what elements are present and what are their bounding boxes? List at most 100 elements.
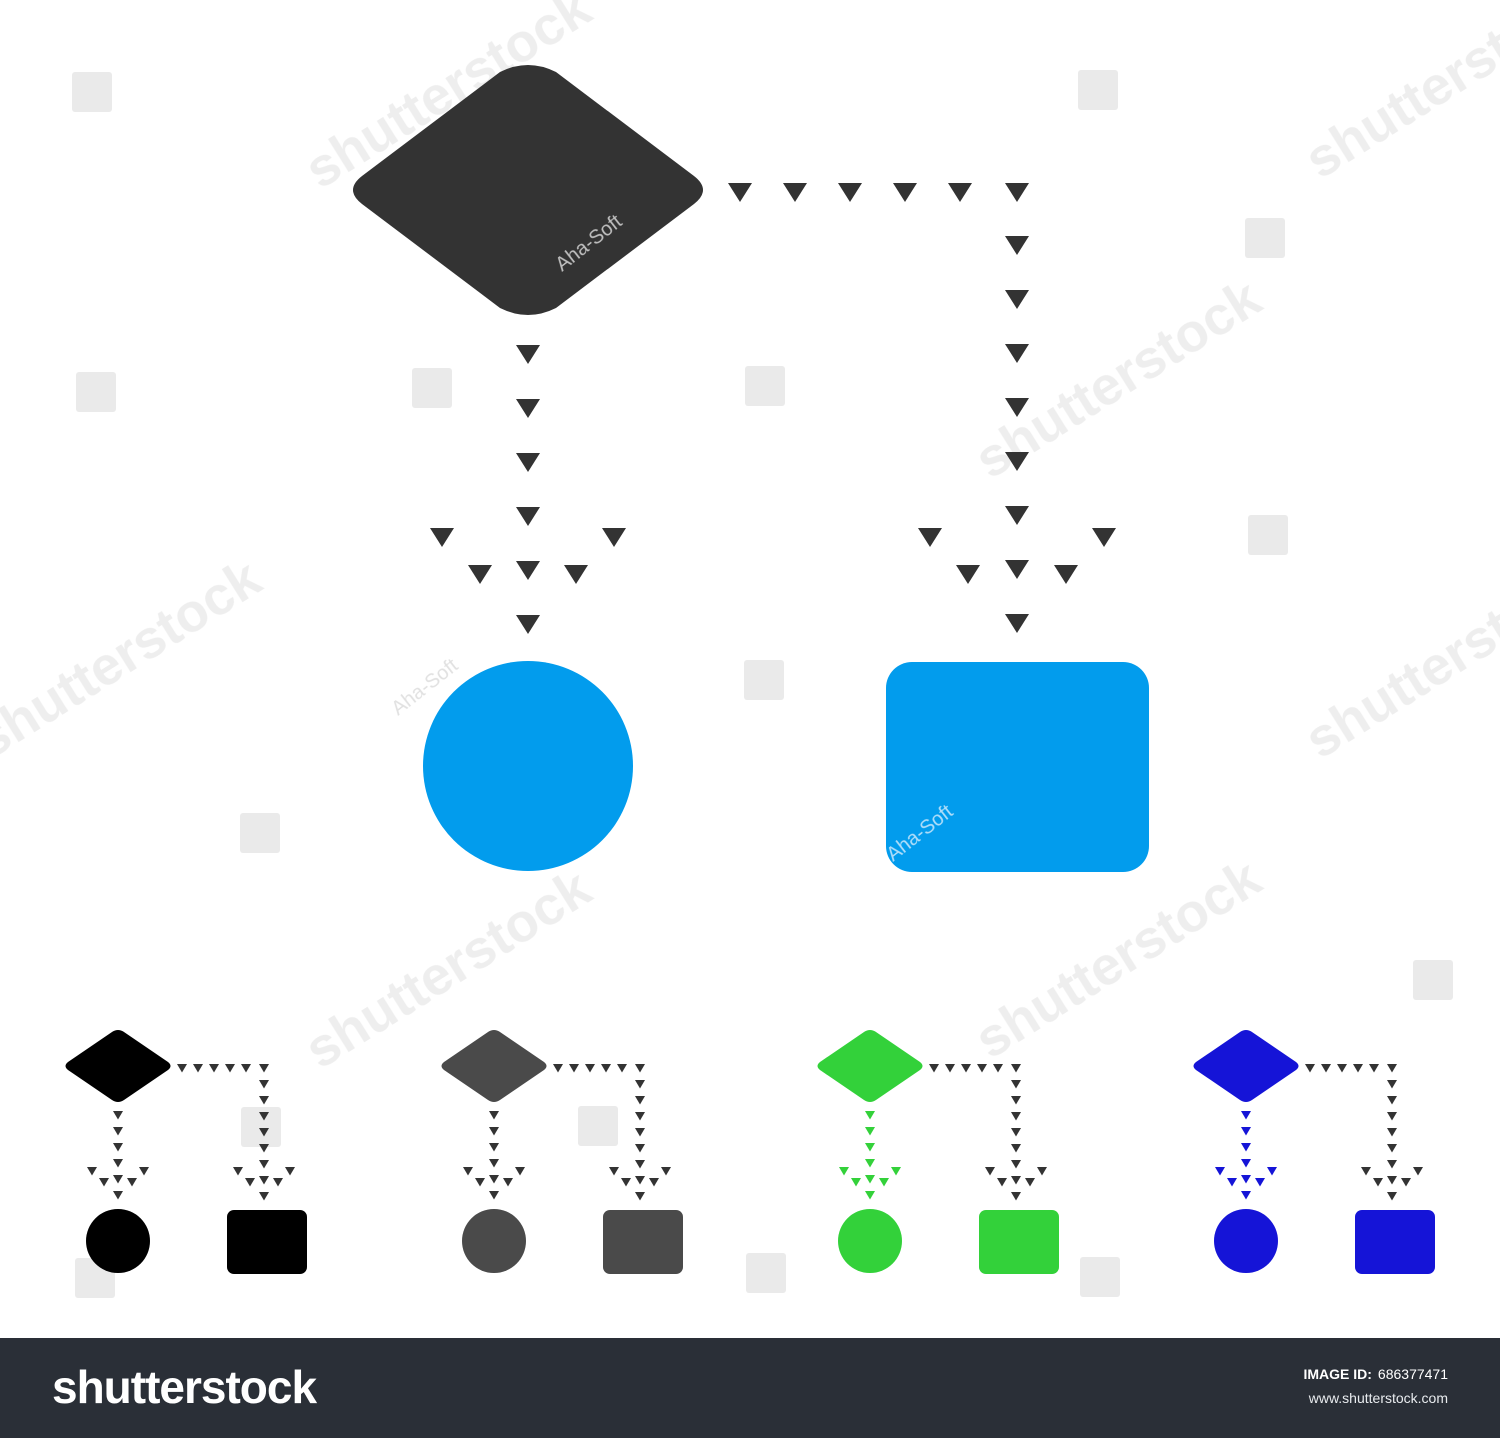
variant-arrow-mark — [851, 1178, 861, 1187]
variant-arrow-mark — [1387, 1112, 1397, 1121]
stock-artwork: shutterstock shutterstock shutterstock s… — [0, 0, 1500, 1298]
variant-arrow-mark — [489, 1111, 499, 1120]
variant-arrow-mark — [225, 1064, 235, 1073]
variant-blue — [1193, 1030, 1435, 1274]
variant-arrow-mark — [241, 1064, 251, 1073]
variant-arrow-mark — [245, 1178, 255, 1187]
variant-diamond — [65, 1030, 171, 1102]
variant-arrow-mark — [1361, 1167, 1371, 1176]
variant-arrow-mark — [1011, 1112, 1021, 1121]
variant-arrow-mark — [1413, 1167, 1423, 1176]
variant-arrow-mark — [489, 1143, 499, 1152]
watermark-tiles — [72, 70, 1453, 1298]
variant-arrow-mark — [1267, 1167, 1277, 1176]
variant-arrow-mark — [1353, 1064, 1363, 1073]
variant-arrow-mark — [259, 1144, 269, 1153]
watermark-text: shutterstock — [295, 857, 602, 1080]
process-rectangle — [886, 662, 1149, 872]
variant-arrow-mark — [127, 1178, 137, 1187]
variant-arrow-mark — [113, 1159, 123, 1168]
variant-arrow-mark — [259, 1160, 269, 1169]
variant-arrow-mark — [1321, 1064, 1331, 1073]
variant-arrow-mark — [649, 1178, 659, 1187]
variant-arrow-mark — [1011, 1128, 1021, 1137]
variant-arrow-mark — [475, 1178, 485, 1187]
watermark-text: shutterstock — [0, 547, 272, 770]
variant-arrow-mark — [113, 1111, 123, 1120]
variant-gray — [441, 1030, 683, 1274]
variant-arrow-mark — [865, 1143, 875, 1152]
variant-arrow-mark — [865, 1175, 875, 1184]
variant-arrow-mark — [601, 1064, 611, 1073]
variant-arrow-mark — [1037, 1167, 1047, 1176]
variant-circle — [462, 1209, 526, 1273]
variant-arrow-mark — [865, 1159, 875, 1168]
variant-circle — [838, 1209, 902, 1273]
variant-arrow-mark — [489, 1175, 499, 1184]
variant-arrow-mark — [997, 1178, 1007, 1187]
variant-arrow-mark — [259, 1176, 269, 1185]
flowchart-icon-main — [353, 65, 1149, 872]
variant-arrow-mark — [879, 1178, 889, 1187]
variant-arrow-mark — [977, 1064, 987, 1073]
variant-arrow-mark — [1401, 1178, 1411, 1187]
variant-arrow-mark — [865, 1127, 875, 1136]
variant-arrow-mark — [609, 1167, 619, 1176]
variant-rectangle — [603, 1210, 683, 1274]
variant-arrow-mark — [839, 1167, 849, 1176]
variant-arrow-mark — [1369, 1064, 1379, 1073]
variant-arrow-mark — [635, 1176, 645, 1185]
variant-arrow-mark — [1387, 1064, 1397, 1073]
variant-arrow-mark — [865, 1191, 875, 1200]
variant-arrow-mark — [113, 1143, 123, 1152]
variant-arrow-mark — [1387, 1144, 1397, 1153]
variant-arrow-mark — [635, 1192, 645, 1201]
variant-arrow-mark — [585, 1064, 595, 1073]
variant-rectangle — [979, 1210, 1059, 1274]
variant-arrow-mark — [635, 1096, 645, 1105]
variant-arrow-mark — [259, 1096, 269, 1105]
variant-arrow-mark — [1227, 1178, 1237, 1187]
variant-arrow-mark — [1387, 1192, 1397, 1201]
variant-diamond — [1193, 1030, 1299, 1102]
variant-arrow-mark — [1241, 1143, 1251, 1152]
variant-arrow-mark — [1241, 1175, 1251, 1184]
variant-arrow-mark — [1241, 1159, 1251, 1168]
variant-arrow-mark — [285, 1167, 295, 1176]
variant-arrow-mark — [503, 1178, 513, 1187]
variant-arrow-mark — [617, 1064, 627, 1073]
watermark-text: shutterstock — [1295, 0, 1500, 190]
variant-arrow-mark — [209, 1064, 219, 1073]
variant-arrow-mark — [635, 1064, 645, 1073]
variant-arrow-mark — [113, 1175, 123, 1184]
variant-diamond — [817, 1030, 923, 1102]
variant-arrow-mark — [259, 1192, 269, 1201]
variant-arrow-mark — [1337, 1064, 1347, 1073]
variant-arrow-mark — [489, 1159, 499, 1168]
variant-arrow-mark — [515, 1167, 525, 1176]
image-id-line: IMAGE ID:686377471 — [1303, 1366, 1448, 1382]
variant-arrow-mark — [635, 1080, 645, 1089]
site-url: www.shutterstock.com — [1308, 1390, 1448, 1406]
variant-rectangle — [227, 1210, 307, 1274]
variant-arrow-mark — [259, 1080, 269, 1089]
variant-arrow-mark — [635, 1128, 645, 1137]
variant-arrow-mark — [273, 1178, 283, 1187]
variant-circle — [1214, 1209, 1278, 1273]
variant-arrow-mark — [139, 1167, 149, 1176]
decision-diamond — [353, 65, 703, 315]
variant-arrow-mark — [1373, 1178, 1383, 1187]
watermark-text: shutterstock — [965, 847, 1272, 1070]
variant-arrow-mark — [985, 1167, 995, 1176]
variant-arrow-mark — [1011, 1144, 1021, 1153]
variant-arrow-mark — [233, 1167, 243, 1176]
variant-arrow-mark — [1387, 1176, 1397, 1185]
variant-arrow-mark — [945, 1064, 955, 1073]
variant-diamond — [441, 1030, 547, 1102]
variant-arrow-mark — [569, 1064, 579, 1073]
variant-arrow-mark — [635, 1112, 645, 1121]
variant-black — [65, 1030, 307, 1274]
variant-arrow-mark — [1011, 1096, 1021, 1105]
variant-arrow-mark — [1387, 1160, 1397, 1169]
variant-arrow-mark — [891, 1167, 901, 1176]
